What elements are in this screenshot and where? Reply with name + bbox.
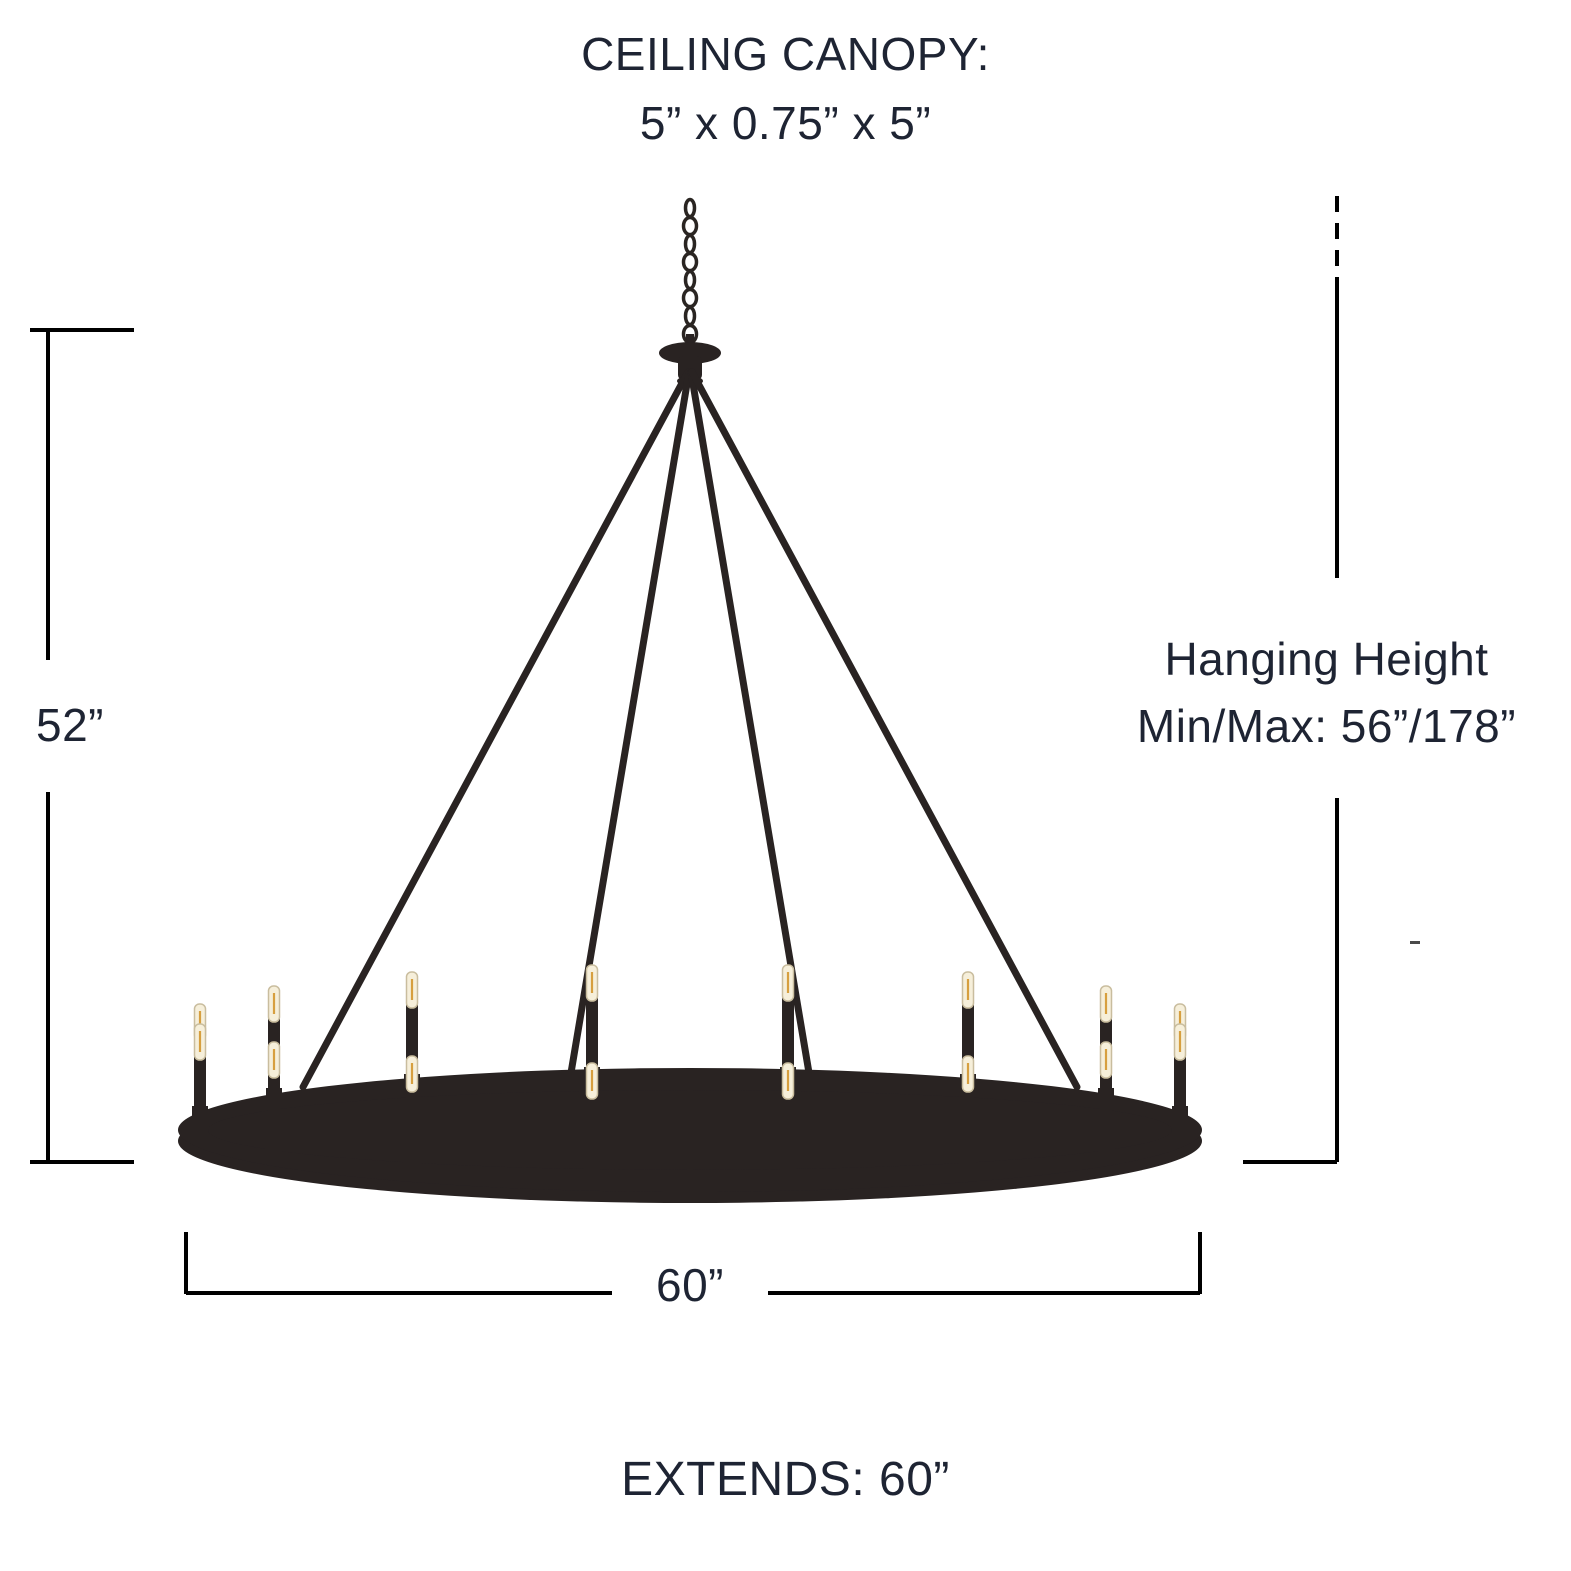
- candle-light: [1098, 1041, 1114, 1156]
- width-dimension-label: 60”: [656, 1259, 724, 1311]
- ceiling-canopy-title-line1: CEILING CANOPY:: [581, 28, 990, 80]
- chandelier-illustration: [178, 197, 1202, 1203]
- candle-light: [192, 1023, 208, 1138]
- candle-light: [584, 964, 600, 1079]
- ceiling-canopy-title-line2: 5” x 0.75” x 5”: [639, 97, 932, 149]
- height-dimension-label: 52”: [36, 699, 104, 751]
- tick-mark: [1410, 941, 1420, 944]
- candle-light: [780, 1062, 796, 1177]
- hanging-height-label: Hanging Height Min/Max: 56”/178”: [1082, 626, 1571, 759]
- candle-light: [960, 1055, 976, 1170]
- hanging-height-dimension-line: [1243, 196, 1339, 1164]
- candle-light: [266, 1041, 282, 1156]
- extends-label: EXTENDS: 60”: [621, 1453, 950, 1506]
- front-candles: [192, 1023, 1188, 1177]
- candle-light: [584, 1062, 600, 1177]
- ceiling-canopy-title: CEILING CANOPY: 5” x 0.75” x 5”: [0, 20, 1571, 158]
- support-rods: [299, 368, 1081, 1154]
- candle-light: [780, 964, 796, 1079]
- candle-light: [404, 1055, 420, 1170]
- ring: [178, 1068, 1202, 1203]
- hanging-chain: [681, 197, 699, 345]
- candle-light: [1172, 1023, 1188, 1138]
- width-dimension-line: [184, 1232, 1202, 1295]
- hanging-height-label-line1: Hanging Height: [1164, 633, 1489, 685]
- height-dimension-line: [30, 328, 134, 1164]
- hanging-height-label-line2: Min/Max: 56”/178”: [1136, 699, 1517, 752]
